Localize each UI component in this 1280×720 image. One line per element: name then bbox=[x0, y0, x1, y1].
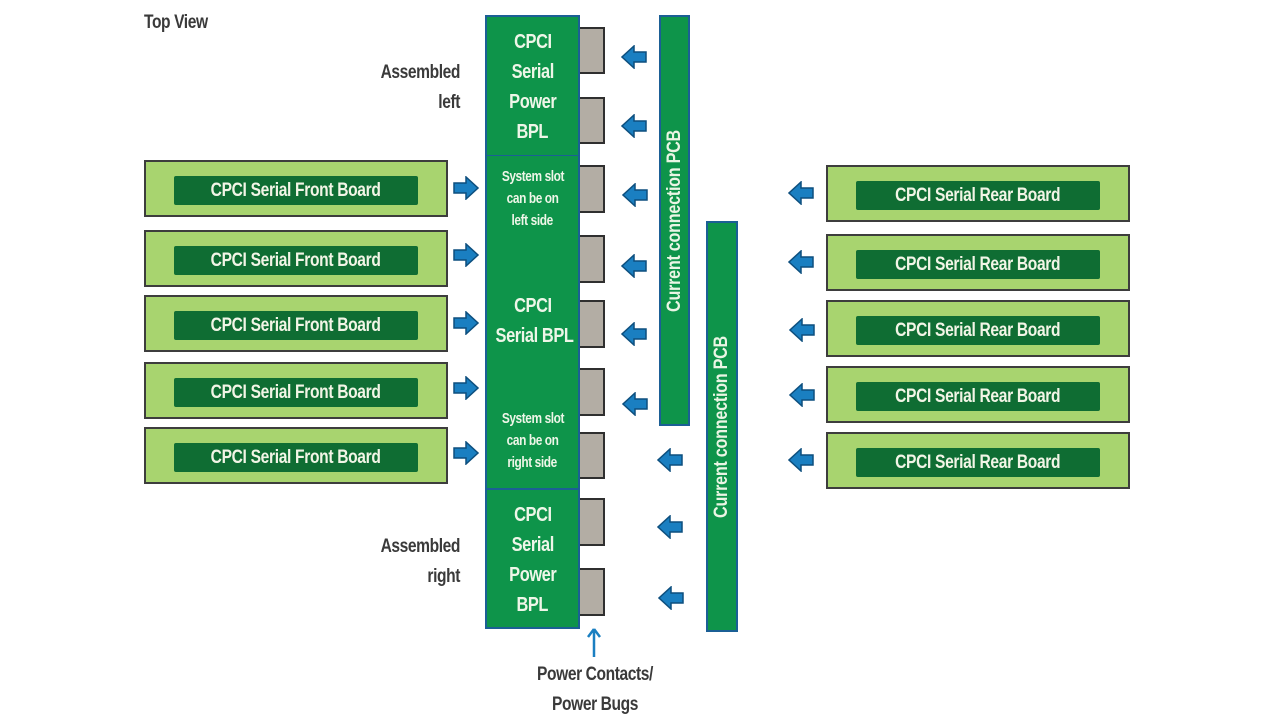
front-board-label: CPCI Serial Front Board bbox=[174, 378, 418, 407]
arrow-left-icon bbox=[788, 250, 814, 274]
arrow-right-icon bbox=[453, 243, 479, 267]
pcb-left-label: Current connection PCB bbox=[663, 129, 685, 312]
current-connection-pcb-left: Current connection PCB bbox=[659, 15, 690, 426]
current-connection-pcb-right: Current connection PCB bbox=[706, 221, 738, 632]
power-bpl-top: CPCI Serial Power BPL bbox=[485, 15, 580, 157]
arrow-left-icon bbox=[621, 45, 647, 69]
arrow-left-icon bbox=[658, 586, 684, 610]
slot-connector bbox=[580, 368, 605, 416]
power-connector bbox=[580, 97, 605, 144]
power-contacts-label: Power Contacts/ Power Bugs bbox=[525, 660, 664, 720]
arrow-right-icon bbox=[453, 176, 479, 200]
power-connector bbox=[580, 498, 605, 546]
rear-board: CPCI Serial Rear Board bbox=[826, 300, 1130, 357]
assembled-right-line-1: Assembled bbox=[380, 536, 461, 557]
power-bpl-bottom-line: Serial bbox=[511, 534, 554, 556]
arrow-up-icon bbox=[587, 628, 601, 658]
serial-bpl: System slot can be on left side CPCI Ser… bbox=[485, 155, 580, 490]
arrow-left-icon bbox=[622, 392, 648, 416]
rear-board: CPCI Serial Rear Board bbox=[826, 366, 1130, 423]
slot-connector bbox=[580, 432, 605, 479]
assembled-left-line-1: Assembled bbox=[380, 62, 461, 83]
front-board: CPCI Serial Front Board bbox=[144, 295, 448, 352]
front-board-label: CPCI Serial Front Board bbox=[174, 176, 418, 205]
power-contacts-line-2: Power Bugs bbox=[552, 694, 638, 715]
rear-board-label: CPCI Serial Rear Board bbox=[856, 382, 1100, 411]
assembled-right-line-2: right bbox=[427, 566, 460, 587]
assembled-left-label: Assembled left bbox=[337, 58, 461, 118]
slot-connector bbox=[580, 235, 605, 283]
front-board-label: CPCI Serial Front Board bbox=[174, 443, 418, 472]
front-board: CPCI Serial Front Board bbox=[144, 230, 448, 287]
power-bpl-top-line: Power bbox=[508, 91, 557, 113]
slot-connector bbox=[580, 165, 605, 213]
front-board-label: CPCI Serial Front Board bbox=[174, 311, 418, 340]
front-board: CPCI Serial Front Board bbox=[144, 427, 448, 484]
arrow-left-icon bbox=[657, 515, 683, 539]
arrow-left-icon bbox=[621, 322, 647, 346]
arrow-left-icon bbox=[622, 183, 648, 207]
pcb-right-label: Current connection PCB bbox=[711, 335, 732, 518]
assembled-left-line-2: left bbox=[438, 92, 460, 113]
arrow-left-icon bbox=[621, 254, 647, 278]
power-connector bbox=[580, 568, 605, 616]
system-slot-right-note: System slot can be on right side bbox=[501, 411, 564, 471]
rear-board-label: CPCI Serial Rear Board bbox=[856, 250, 1100, 279]
arrow-left-icon bbox=[789, 383, 815, 407]
rear-board-label: CPCI Serial Rear Board bbox=[856, 316, 1100, 345]
arrow-right-icon bbox=[453, 376, 479, 400]
arrow-left-icon bbox=[621, 114, 647, 138]
arrow-right-icon bbox=[453, 311, 479, 335]
front-board: CPCI Serial Front Board bbox=[144, 160, 448, 217]
assembled-right-label: Assembled right bbox=[337, 532, 461, 592]
power-connector bbox=[580, 27, 605, 74]
arrow-left-icon bbox=[789, 318, 815, 342]
rear-board: CPCI Serial Rear Board bbox=[826, 165, 1130, 222]
arrow-left-icon bbox=[788, 181, 814, 205]
power-bpl-bottom-line: Power bbox=[508, 564, 557, 586]
power-bpl-top-line: BPL bbox=[516, 121, 549, 143]
power-bpl-bottom-line: BPL bbox=[516, 594, 549, 616]
system-slot-left-note: System slot can be on left side bbox=[501, 169, 564, 229]
diagram-title: Top View bbox=[144, 12, 208, 33]
slot-connector bbox=[580, 300, 605, 348]
arrow-left-icon bbox=[657, 448, 683, 472]
power-bpl-bottom: CPCI Serial Power BPL bbox=[485, 488, 580, 629]
power-contacts-line-1: Power Contacts/ bbox=[537, 664, 653, 685]
arrow-right-icon bbox=[453, 441, 479, 465]
power-bpl-top-line: CPCI bbox=[513, 31, 552, 53]
power-bpl-bottom-line: CPCI bbox=[513, 504, 552, 526]
rear-board: CPCI Serial Rear Board bbox=[826, 432, 1130, 489]
rear-board-label: CPCI Serial Rear Board bbox=[856, 181, 1100, 210]
front-board: CPCI Serial Front Board bbox=[144, 362, 448, 419]
front-board-label: CPCI Serial Front Board bbox=[174, 246, 418, 275]
rear-board: CPCI Serial Rear Board bbox=[826, 234, 1130, 291]
serial-bpl-label: CPCI Serial BPL bbox=[495, 295, 574, 347]
rear-board-label: CPCI Serial Rear Board bbox=[856, 448, 1100, 477]
arrow-left-icon bbox=[788, 448, 814, 472]
power-bpl-top-line: Serial bbox=[511, 61, 554, 83]
